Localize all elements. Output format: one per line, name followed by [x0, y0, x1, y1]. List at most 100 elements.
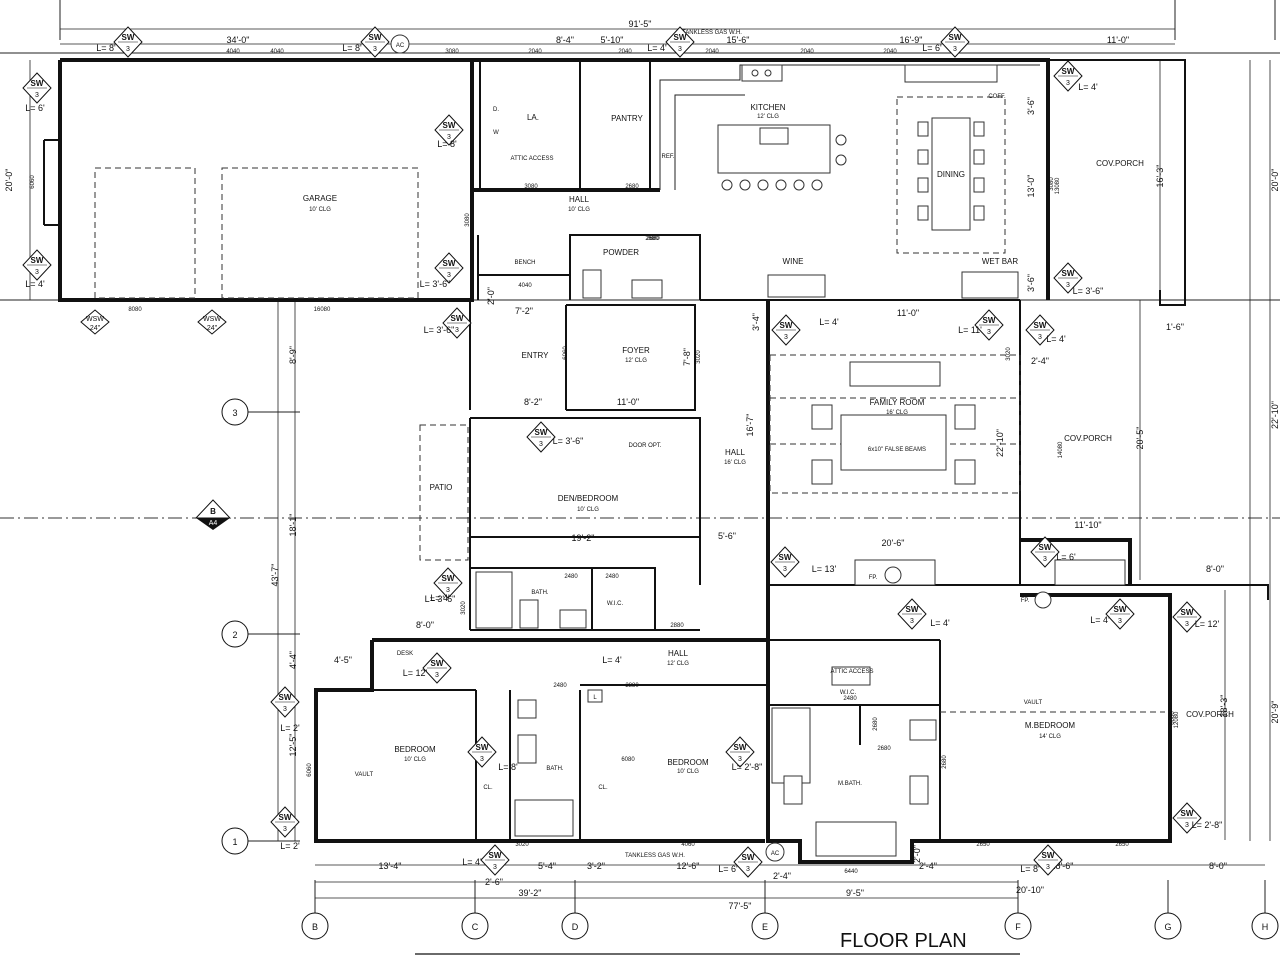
room-hall-south-ceiling: 12' CLG: [667, 661, 689, 667]
shear-wall-number: 3: [35, 269, 39, 276]
grid-bubble-row-3: 3: [221, 398, 249, 426]
shear-wall-label: SW: [1039, 543, 1052, 552]
shear-wall-number: 3: [283, 706, 287, 713]
shear-wall-tag: SW3: [433, 567, 463, 599]
section-marker: B A4: [194, 499, 232, 530]
shear-wall-tag: SW 3: [113, 26, 143, 58]
shear-wall-label: SW: [949, 33, 962, 42]
shear-wall-tag: SW3: [897, 598, 927, 630]
grid-label: D: [572, 922, 579, 932]
grid-row-label: 1: [232, 837, 237, 847]
shear-wall-length: L= 4': [1078, 82, 1098, 92]
window-code: 2040: [800, 49, 814, 55]
shear-wall-tag: SW3: [771, 314, 801, 346]
shear-wall-number: 3: [1043, 556, 1047, 563]
shear-wall-number: 3: [493, 864, 497, 871]
shear-wall-tag: SW3: [940, 26, 970, 58]
grid-label: B: [312, 922, 318, 932]
window-code: 4040: [518, 283, 532, 289]
dim-interior: 13'-0": [1026, 175, 1036, 198]
shear-wall-tag: SW3: [270, 686, 300, 718]
room-patio: PATIO: [430, 483, 453, 492]
shear-wall-number: 3: [910, 618, 914, 625]
grid-bubble-g: G: [1154, 912, 1182, 940]
dim-left: 43'-7": [270, 564, 280, 587]
dim-bottom: 9'-5": [846, 888, 864, 898]
dim-top: 91'-5": [629, 19, 652, 29]
dim-top: 11'-0": [1107, 35, 1129, 45]
dim-bottom: 39'-2": [519, 888, 542, 898]
window-code: 2650: [1115, 842, 1129, 848]
window-code: 2480: [843, 696, 857, 702]
shear-wall-number: 3: [373, 46, 377, 53]
shear-wall-length: L= 3'-6": [553, 436, 584, 446]
dim-interior: 2'-4": [1031, 356, 1049, 366]
note-coff: COFF.: [988, 94, 1006, 100]
shear-wall-label: SW: [983, 316, 996, 325]
grid-bubble-c: C: [461, 912, 489, 940]
shear-wall-label: SW: [1181, 608, 1194, 617]
grid-bubble-e: E: [751, 912, 779, 940]
dim-bottom: 3'-2": [587, 861, 605, 871]
section-letter: B: [210, 507, 216, 516]
window-code: 2650: [976, 842, 990, 848]
room-family-ceiling: 16' CLG: [886, 410, 908, 416]
room-bedroom-west: BEDROOM: [394, 745, 436, 754]
dim-bottom: 8'-0": [1209, 861, 1227, 871]
shear-wall-tag: SW3: [725, 736, 755, 768]
shear-wall-length: L= 6': [1056, 552, 1076, 562]
shear-wall-number: 3: [738, 756, 742, 763]
shear-wall-length: L= 4': [1046, 334, 1066, 344]
shear-wall-tag: SW3: [22, 249, 52, 281]
dim-bottom: 2'-6": [485, 877, 503, 887]
room-hall-center-ceiling: 16' CLG: [724, 460, 746, 466]
shear-wall-length: L= 6': [25, 103, 45, 113]
shear-wall-length: L= 8': [342, 43, 362, 53]
room-entry: ENTRY: [522, 351, 550, 360]
note-fp-2: FP.: [1021, 598, 1030, 604]
shear-wall-label: SW: [779, 553, 792, 562]
shear-wall-number: 3: [480, 756, 484, 763]
shear-wall-label: SW: [122, 33, 135, 42]
dim-left: 4'-4": [288, 651, 298, 669]
dim-interior: 2'-0": [486, 287, 496, 305]
fixtures: [94, 64, 1165, 857]
window-code: 3020: [1006, 347, 1012, 361]
window-code: 2480: [564, 574, 578, 580]
window-code: 6080: [621, 757, 635, 763]
shear-wall-label: SW: [442, 574, 455, 583]
dim-bottom: 5'-4": [538, 861, 556, 871]
shear-wall-length: L= 8': [437, 139, 457, 149]
shear-wall-label: SW: [369, 33, 382, 42]
shear-wall-tag: SW 3: [1030, 536, 1060, 568]
shear-wall-length: L= 8': [1020, 864, 1040, 874]
dim-right: 18'-3": [1219, 695, 1229, 718]
room-powder: POWDER: [603, 248, 639, 257]
grid-row-label: 2: [232, 630, 237, 640]
shear-wall-length: L= 8': [96, 43, 116, 53]
shear-wall-tag: SW3: [480, 844, 510, 876]
window-code: 6440: [844, 869, 858, 875]
shear-wall-length: L= 13': [812, 564, 837, 574]
shear-wall-tag: SW3: [733, 846, 763, 878]
window-code: 2880: [625, 683, 639, 689]
dim-bottom: 13'-4": [379, 861, 402, 871]
shear-wall-length: L= 2': [280, 841, 300, 851]
grid-lines: [0, 0, 1280, 915]
room-mwic: W.I.C.: [840, 690, 857, 696]
room-den-ceiling: 10' CLG: [577, 507, 599, 513]
window-code: 2040: [618, 49, 632, 55]
window-code: 2480: [553, 683, 567, 689]
room-hall-south: HALL: [668, 649, 689, 658]
window-code: 4040: [270, 49, 284, 55]
shear-wall-number: 3: [678, 46, 682, 53]
window-code: 3080: [1049, 177, 1055, 191]
room-bench: BENCH: [514, 260, 535, 266]
note-tankless-bottom: TANKLESS GAS W.H.: [625, 853, 685, 859]
wsw-height: 24": [90, 325, 101, 332]
grid-label: H: [1262, 922, 1269, 932]
room-garage: GARAGE: [303, 194, 337, 203]
shear-wall-number: 3: [126, 46, 130, 53]
